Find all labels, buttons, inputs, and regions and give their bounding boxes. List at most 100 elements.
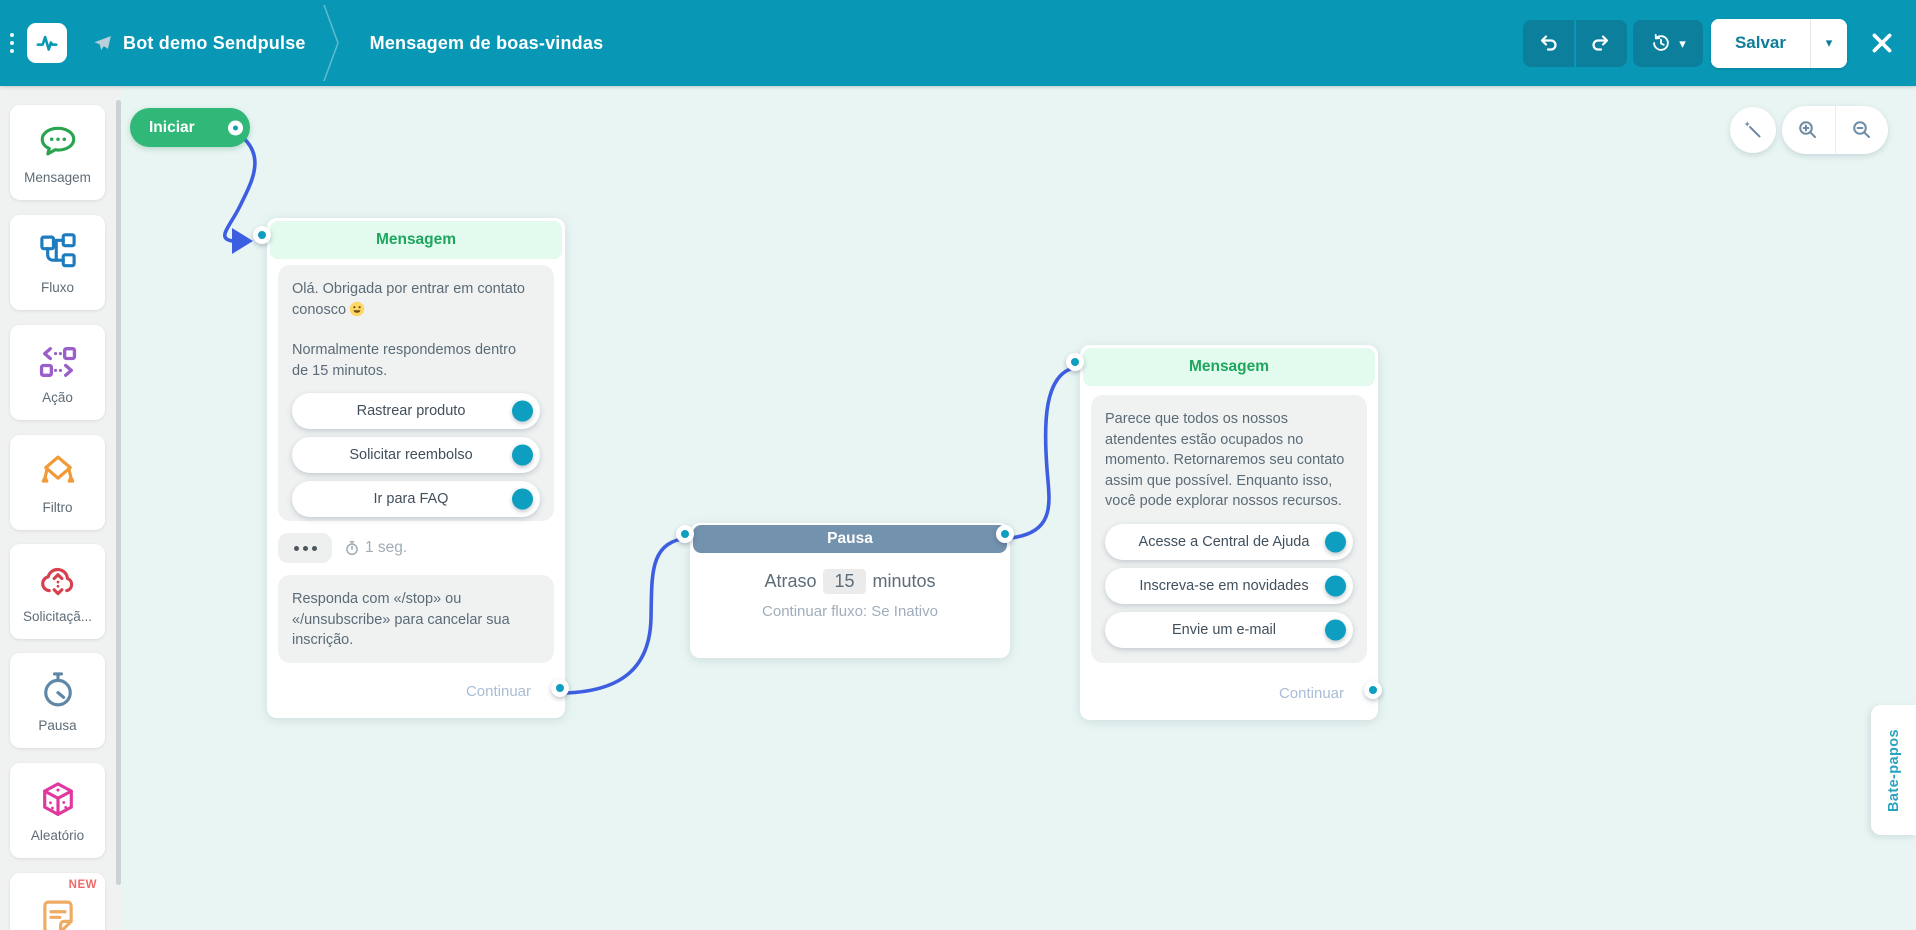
message-text: Responda com «/stop» ou «/unsubscribe» p… bbox=[292, 591, 510, 649]
pause-input-port[interactable] bbox=[676, 525, 694, 543]
zoom-out-icon bbox=[1852, 121, 1870, 138]
continue-label: Continuar bbox=[465, 683, 531, 700]
sidebar-item-aleatorio[interactable]: Aleatório bbox=[10, 763, 105, 858]
sidebar-item-label: Mensagem bbox=[24, 169, 91, 185]
message1-input-port[interactable] bbox=[253, 226, 271, 244]
stopwatch-icon bbox=[43, 671, 72, 706]
sidebar-item-filtro[interactable]: Filtro bbox=[10, 435, 105, 530]
typing-indicator-chip[interactable] bbox=[278, 533, 332, 563]
history-icon bbox=[1653, 34, 1669, 51]
sidebar-item-mensagem[interactable]: Mensagem bbox=[10, 105, 105, 200]
node-header: Mensagem bbox=[270, 221, 562, 259]
pause-condition: Continuar fluxo: Se Inativo bbox=[762, 603, 938, 620]
message-text: Normalmente respondemos dentro de 15 min… bbox=[292, 342, 517, 379]
message-bubble[interactable]: Parece que todos os nossos atendentes es… bbox=[1091, 395, 1367, 663]
save-dropdown-button[interactable]: ▾ bbox=[1810, 18, 1847, 68]
paper-plane-icon bbox=[94, 35, 111, 50]
zoom-controls bbox=[1782, 106, 1888, 154]
button-output-port[interactable] bbox=[512, 400, 533, 422]
quick-reply-button[interactable]: Acesse a Central de Ajuda bbox=[1105, 523, 1353, 560]
dice-icon bbox=[42, 781, 73, 816]
sidebar-item-label: Solicitaçã... bbox=[22, 608, 93, 624]
top-bar-actions: ▾ Salvar ▾ bbox=[1522, 18, 1916, 68]
quick-reply-label: Solicitar reembolso bbox=[349, 447, 473, 464]
quick-reply-button[interactable]: Solicitar reembolso bbox=[292, 437, 540, 474]
pulse-icon bbox=[36, 35, 58, 51]
flow-canvas[interactable]: Iniciar Mensagem Olá. Obrigada por entra… bbox=[122, 86, 1916, 930]
button-output-port[interactable] bbox=[1325, 619, 1346, 641]
save-group: Salvar ▾ bbox=[1710, 18, 1847, 68]
button-output-port[interactable] bbox=[1325, 531, 1346, 553]
message2-continue-port[interactable] bbox=[1364, 681, 1382, 699]
quick-reply-label: Envie um e-mail bbox=[1172, 621, 1276, 638]
pause-output-port[interactable] bbox=[996, 525, 1014, 543]
delay-value[interactable]: 15 bbox=[823, 569, 866, 594]
auto-arrange-button[interactable] bbox=[1730, 107, 1776, 153]
menu-dots-icon[interactable] bbox=[10, 33, 14, 53]
redo-icon bbox=[1592, 35, 1609, 51]
caret-down-icon: ▾ bbox=[1679, 35, 1686, 51]
save-button[interactable]: Salvar bbox=[1710, 18, 1810, 68]
pause-delay-row: Atraso 15 minutos bbox=[690, 569, 1010, 594]
sidebar-item-label: Aleatório bbox=[30, 827, 85, 843]
message-text: Olá. Obrigada por entrar em contato cono… bbox=[292, 281, 525, 318]
sidebar-scrollbar[interactable] bbox=[116, 100, 121, 885]
undo-button[interactable] bbox=[1522, 19, 1574, 67]
chats-side-tab-label: Bate-papos bbox=[1885, 728, 1902, 812]
delay-unit: minutos bbox=[872, 571, 936, 591]
button-output-port[interactable] bbox=[1325, 575, 1346, 597]
close-button[interactable] bbox=[1869, 30, 1895, 56]
pause-settings: Atraso 15 minutos Continuar fluxo: Se Inat… bbox=[690, 569, 1010, 620]
flow-branch-icon bbox=[39, 232, 76, 267]
chat-bubble-icon bbox=[40, 126, 75, 155]
button-output-port[interactable] bbox=[512, 488, 533, 510]
sidebar-item-label: Ação bbox=[42, 389, 73, 405]
breadcrumb-bot[interactable]: Bot demo Sendpulse bbox=[92, 33, 306, 54]
delay-prefix: Atraso bbox=[764, 571, 817, 591]
message-text: Parece que todos os nossos atendentes es… bbox=[1105, 411, 1345, 510]
message-node-2[interactable]: Mensagem Parece que todos os nossos aten… bbox=[1066, 345, 1382, 720]
zoom-out-button[interactable] bbox=[1834, 106, 1889, 154]
redo-button[interactable] bbox=[1575, 19, 1627, 67]
node-header: Mensagem bbox=[1083, 348, 1375, 386]
sidebar-item-pausa[interactable]: Pausa bbox=[10, 653, 105, 748]
action-steps-icon bbox=[39, 346, 76, 377]
zoom-in-button[interactable] bbox=[1782, 106, 1835, 154]
message2-input-port[interactable] bbox=[1066, 353, 1084, 371]
quick-reply-label: Rastrear produto bbox=[356, 403, 466, 420]
sidebar-item-acao[interactable]: Ação bbox=[10, 325, 105, 420]
start-node[interactable]: Iniciar bbox=[130, 108, 250, 147]
message-node-1[interactable]: Mensagem Olá. Obrigada por entrar em con… bbox=[253, 218, 569, 718]
message-bubble[interactable]: Responda com «/stop» ou «/unsubscribe» p… bbox=[278, 575, 554, 663]
quick-reply-button[interactable]: Rastrear produto bbox=[292, 393, 540, 430]
quick-reply-label: Acesse a Central de Ajuda bbox=[1138, 533, 1310, 550]
connector-arrowhead bbox=[232, 228, 253, 254]
connector-message1-to-pause bbox=[563, 536, 691, 695]
node-title: Mensagem bbox=[1188, 358, 1270, 375]
quick-reply-button[interactable]: Ir para FAQ bbox=[292, 481, 540, 518]
magic-wand-icon bbox=[1744, 121, 1761, 138]
history-button[interactable]: ▾ bbox=[1632, 19, 1703, 67]
quick-reply-label: Inscreva-se em novidades bbox=[1139, 577, 1309, 594]
sidebar-item-fluxo[interactable]: Fluxo bbox=[10, 215, 105, 310]
button-output-port[interactable] bbox=[512, 444, 533, 466]
grinning-face-icon bbox=[349, 301, 365, 316]
continue-label: Continuar bbox=[1278, 685, 1344, 702]
message-bubble[interactable]: Olá. Obrigada por entrar em contato cono… bbox=[278, 265, 554, 521]
quick-reply-button[interactable]: Inscreva-se em novidades bbox=[1105, 567, 1353, 604]
sidebar-item-label: Filtro bbox=[42, 499, 73, 515]
message1-continue-port[interactable] bbox=[551, 679, 569, 697]
api-cloud-icon bbox=[40, 567, 73, 595]
top-bar: Bot demo Sendpulse Mensagem de boas-vind… bbox=[0, 0, 1916, 86]
sidebar-item-solicitacao[interactable]: Solicitaçã... bbox=[10, 544, 105, 639]
sidebar-item-new-block[interactable]: NEW bbox=[10, 873, 105, 930]
note-icon bbox=[42, 900, 73, 930]
zoom-in-icon bbox=[1799, 121, 1817, 138]
undo-icon bbox=[1541, 35, 1558, 51]
chats-side-tab[interactable]: Bate-papos bbox=[1871, 705, 1916, 835]
quick-reply-button[interactable]: Envie um e-mail bbox=[1105, 611, 1353, 648]
start-output-port[interactable] bbox=[228, 120, 243, 135]
sendpulse-logo[interactable] bbox=[27, 23, 67, 63]
